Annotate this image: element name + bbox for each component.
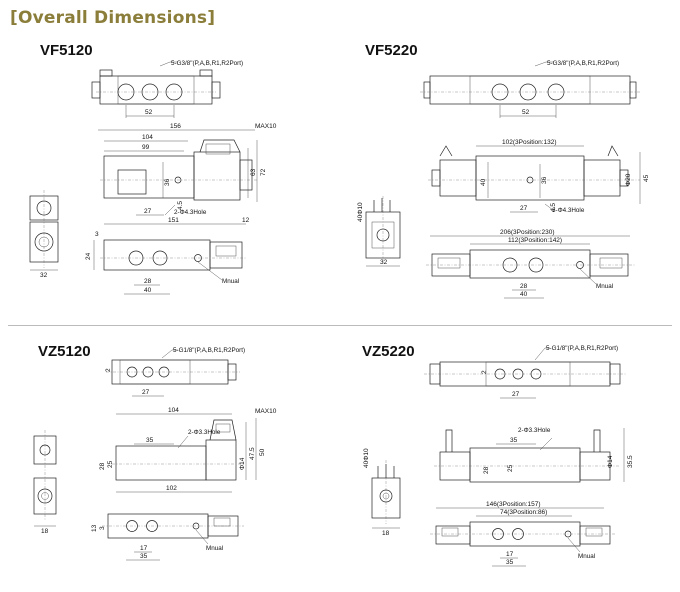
vf5120-dim-28: 28 xyxy=(144,278,152,285)
vf5220-dim-206: 206(3Position:230) xyxy=(500,229,555,236)
vz5120-dim-35b: 35 xyxy=(140,553,148,560)
vz5220-hole-note: 2-Φ3.3Hole xyxy=(518,427,551,434)
vf5220-bottom-view: 206(3Position:230) 112(3Position:142) 28… xyxy=(426,229,636,299)
vf5220-dim-28: 28 xyxy=(520,283,528,290)
vz5120-top-view: 5-G1/8"(P,A,B,R1,R2Port) 2 27 xyxy=(105,347,245,397)
vf5120-dim-12: 12 xyxy=(242,217,250,224)
vf5120-dim-63: 63 xyxy=(250,168,257,176)
vz5120-dim-2: 2 xyxy=(105,368,112,372)
vf5220-dim-40: 40 xyxy=(480,178,487,186)
vf5120-dim-3: 3 xyxy=(95,231,99,238)
vz5120-dim-102: 102 xyxy=(166,485,177,492)
vf5220-dim-4-5: 4.5 xyxy=(550,203,557,212)
vf5120-dim-99: 99 xyxy=(142,144,150,151)
vf5120-dim-32: 32 xyxy=(40,272,48,279)
vz5220-bottom-view: 146(3Position:157) 74(3Position:86) 17 3… xyxy=(430,501,616,567)
vz5120-dim-d14: Φ14 xyxy=(239,457,246,470)
vf5220-dim-36: 36 xyxy=(541,176,548,184)
vf5220-top-view: 5-G3/8"(P,A,B,R1,R2Port) 52 xyxy=(420,60,640,118)
vf5220-dim-40d10: 40Φ10 xyxy=(357,202,364,222)
vz5220-dim-28: 28 xyxy=(483,466,490,474)
page-title: [Overall Dimensions] xyxy=(10,8,216,28)
vf5120-hole-note: 2-Φ4.3Hole xyxy=(174,209,207,216)
vf5120-dim-max10: MAX10 xyxy=(255,123,277,130)
vz5120-bottom-view: 13 3 17 35 Mnual xyxy=(91,513,244,561)
vz5120-hole-note: 2-Φ3.3Hole xyxy=(188,429,221,436)
vf5220-dim-d20: Φ20 xyxy=(625,173,632,186)
vz5220-dim-2: 2 xyxy=(481,370,488,374)
vf5120-dim-27: 27 xyxy=(144,208,152,215)
vz5120-dim-47-5: 47.5 xyxy=(249,447,256,460)
vf5120-port-note: 5-G3/8"(P,A,B,R1,R2Port) xyxy=(171,60,243,67)
vz5120-dim-50: 50 xyxy=(259,448,266,456)
vf5220-hole-note: 3-Φ4.3Hole xyxy=(552,207,585,214)
vf5220-dim-102: 102(3Position:132) xyxy=(502,139,557,146)
vf5120-dim-36: 36 xyxy=(164,178,171,186)
vz5120-dim-28: 28 xyxy=(99,462,106,470)
vz5220-dim-18: 18 xyxy=(382,530,390,537)
vf5120-dim-24: 24 xyxy=(85,252,92,260)
vz5120-dim-35: 35 xyxy=(146,437,154,444)
vz5120-dim-104: 104 xyxy=(168,407,179,414)
vz5220-port-note: 5-G1/8"(P,A,B,R1,R2Port) xyxy=(546,345,618,352)
section-divider xyxy=(8,325,672,326)
vz5220-dim-17: 17 xyxy=(506,551,514,558)
model-title-vz5120: VZ5120 xyxy=(38,343,91,360)
vz5120-front-view: 104 MAX10 35 2-Φ3.3Hole 28 25 47.5 50 Φ1… xyxy=(99,407,277,493)
vf5220-dim-45: 45 xyxy=(643,174,650,182)
vf5120-dim-40: 40 xyxy=(144,287,152,294)
vz5220-dim-27: 27 xyxy=(512,391,520,398)
vz5120-dim-13: 13 xyxy=(91,524,98,532)
vf5120-top-view: 5-G3/8"(P,A,B,R1,R2Port) 52 xyxy=(91,60,243,118)
vf5220-mnual: Mnual xyxy=(596,283,613,290)
vf5220-dim-40b: 40 xyxy=(520,291,528,298)
vz5220-dim-35b: 35 xyxy=(506,559,514,566)
vz5120-dim-17: 17 xyxy=(140,545,148,552)
vf5220-end-view: 40Φ10 32 xyxy=(357,196,401,267)
vz5120-dim-18: 18 xyxy=(41,528,49,535)
vz5120-dim-max10: MAX10 xyxy=(255,408,277,415)
vf5220-dim-112: 112(3Position:142) xyxy=(508,237,562,244)
vf5220-port-note: 5-G3/8"(P,A,B,R1,R2Port) xyxy=(547,60,619,67)
vz5120-port-note: 5-G1/8"(P,A,B,R1,R2Port) xyxy=(173,347,245,354)
vf5120-dim-4-5: 4.5 xyxy=(177,201,184,210)
vf5220-dim-52: 52 xyxy=(522,109,530,116)
vf5220-dim-32: 32 xyxy=(380,259,388,266)
vf5220-front-view: 102(3Position:132) 40 36 45 Φ20 4.5 27 3… xyxy=(428,139,650,214)
vf5120-bottom-view: 24 3 28 40 Mnual xyxy=(85,231,246,295)
vf5120-mnual: Mnual xyxy=(222,278,239,285)
vz5220-front-view: 35 2-Φ3.3Hole 28 25 Φ14 35.5 xyxy=(434,427,634,483)
vz5220-end-view: 40Φ10 18 xyxy=(363,448,401,537)
vz5220-mnual: Mnual xyxy=(578,553,595,560)
vz5220-dim-d14: Φ14 xyxy=(607,455,614,468)
model-title-vf5220: VF5220 xyxy=(365,42,418,59)
vf5120-dim-72: 72 xyxy=(260,168,267,176)
vz5220-dim-146: 146(3Position:157) xyxy=(486,501,541,508)
vf5120-dim-151: 151 xyxy=(168,217,179,224)
model-title-vf5120: VF5120 xyxy=(40,42,93,59)
vz5120-dim-27: 27 xyxy=(142,389,150,396)
vz5220-dim-40d10: 40Φ10 xyxy=(363,448,370,468)
vf5120-end-view: 32 xyxy=(29,190,59,279)
model-title-vz5220: VZ5220 xyxy=(362,343,415,360)
vf5120-dim-52: 52 xyxy=(145,109,153,116)
vz5220-dim-25: 25 xyxy=(507,464,514,472)
vf5120-front-view: 156 MAX10 104 99 72 63 36 4.5 27 2-Φ4.3H… xyxy=(98,123,277,225)
vz5220-dim-35-5: 35.5 xyxy=(627,455,634,468)
vz5120-dim-25: 25 xyxy=(107,460,114,468)
vf5220-dim-27: 27 xyxy=(520,205,528,212)
vf5120-dim-104: 104 xyxy=(142,134,153,141)
vz5120-mnual: Mnual xyxy=(206,545,223,552)
vz5220-top-view: 5-G1/8"(P,A,B,R1,R2Port) 2 27 xyxy=(424,345,626,399)
vz5120-dim-3: 3 xyxy=(99,526,106,530)
vf5120-dim-156: 156 xyxy=(170,123,181,130)
vz5220-dim-74: 74(3Position:86) xyxy=(500,509,547,516)
vz5220-dim-35: 35 xyxy=(510,437,518,444)
vz5120-end-view: 18 xyxy=(33,430,57,535)
